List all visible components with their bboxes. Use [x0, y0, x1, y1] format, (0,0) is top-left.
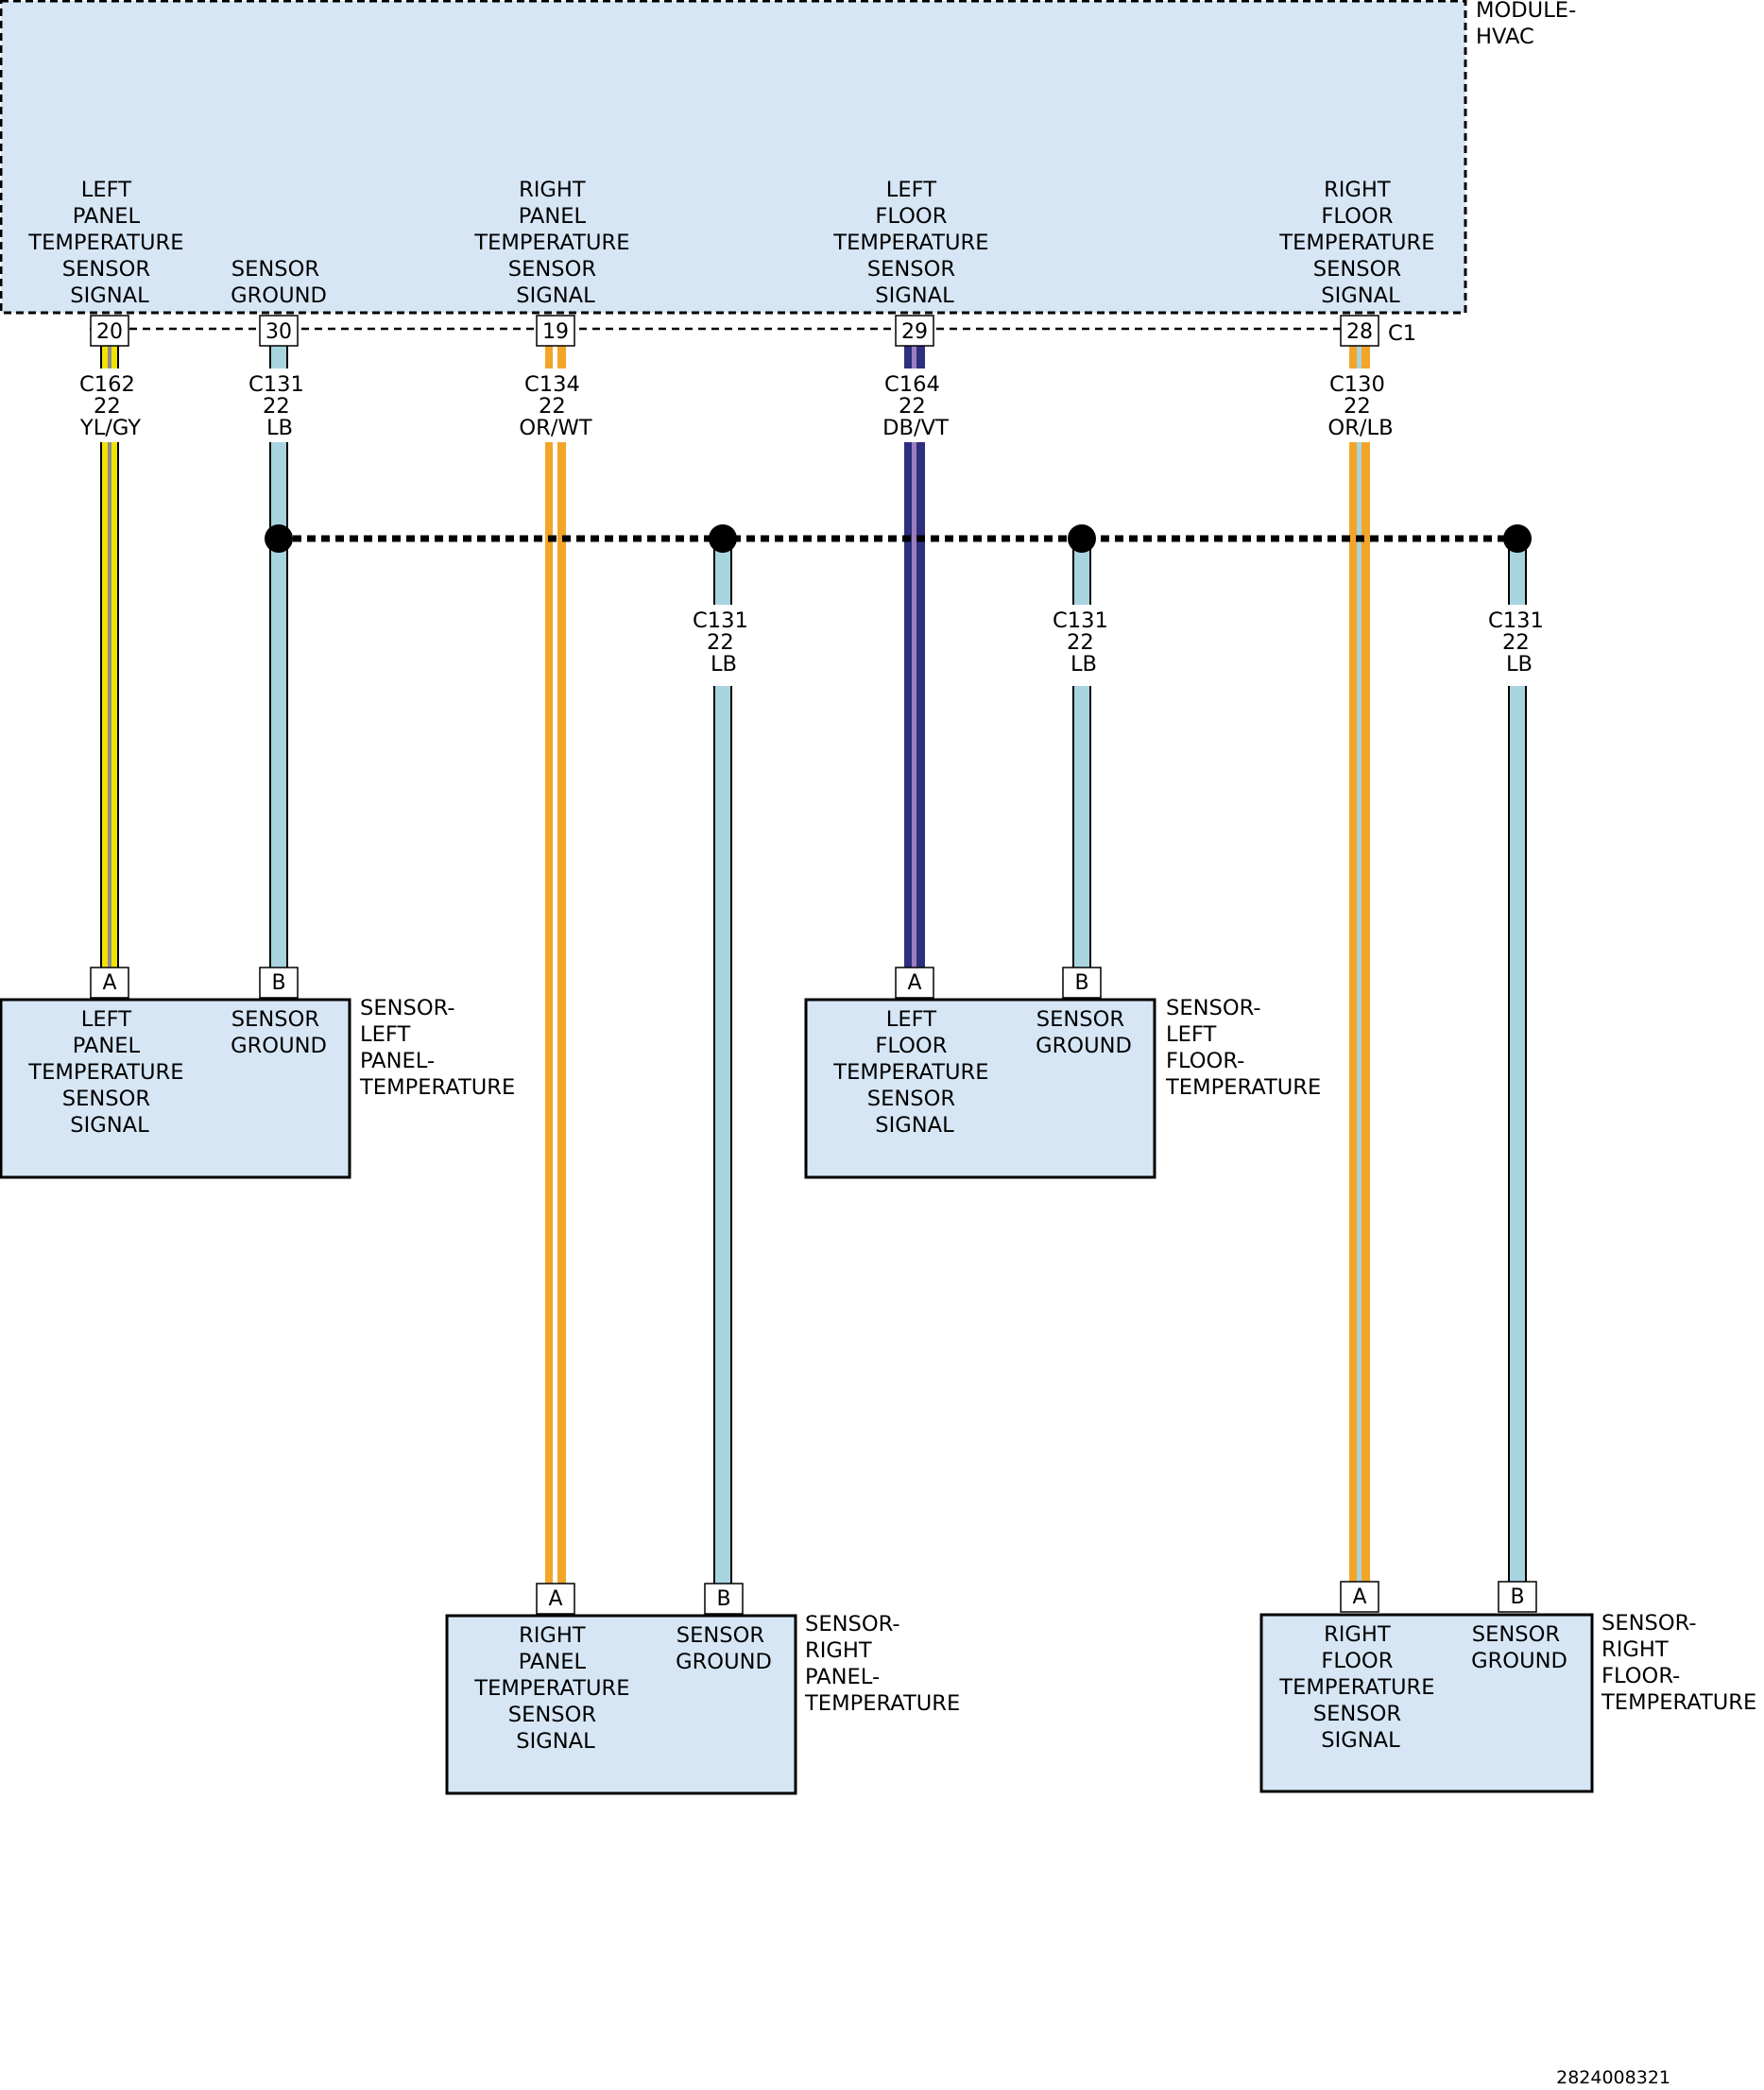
module-pin-label-left-panel: LEFT PANEL TEMPERATURE SENSOR SIGNAL	[27, 178, 190, 308]
sensor-name: SENSOR- RIGHT PANEL- TEMPERATURE	[804, 1612, 960, 1716]
wire-c162	[100, 346, 119, 968]
module-pin-label-left-floor: LEFT FLOOR TEMPERATURE SENSOR SIGNAL	[832, 178, 995, 308]
svg-text:A: A	[548, 1587, 562, 1611]
sensor-pin-b	[704, 1583, 744, 1615]
sensor-pin-b	[1498, 1581, 1537, 1613]
svg-text:B: B	[271, 971, 285, 995]
wire-c131-branch-2	[1072, 539, 1091, 968]
sensor-pin-a	[895, 967, 934, 999]
wire-c164	[904, 346, 925, 968]
wire-c130	[1349, 346, 1370, 1582]
hvac-module-name: MODULE- HVAC	[1476, 0, 1583, 49]
sensor-name: SENSOR- LEFT PANEL- TEMPERATURE	[359, 996, 515, 1100]
sensor-pin-a-function: RIGHT PANEL TEMPERATURE SENSOR SIGNAL	[473, 1623, 636, 1754]
figure-id: 2824008321	[1556, 2067, 1670, 2088]
wire-label-c131-branch-3: C131 22 LB	[1488, 608, 1550, 677]
wire-c131-branch-3	[1508, 539, 1527, 1582]
sensor-pin-b-function: SENSOR GROUND	[676, 1623, 772, 1674]
wire-c131-main	[269, 346, 288, 968]
splice-dot	[265, 524, 293, 553]
sensor-pin-a-function: LEFT FLOOR TEMPERATURE SENSOR SIGNAL	[832, 1007, 995, 1138]
sensor-right-floor-temperature: A B RIGHT FLOOR TEMPERATURE SENSOR SIGNA…	[1259, 1581, 1756, 1793]
module-pin-28: 28	[1340, 315, 1379, 347]
module-pin-label-right-floor: RIGHT FLOOR TEMPERATURE SENSOR SIGNAL	[1278, 178, 1441, 308]
module-pin-20: 20	[90, 315, 129, 347]
svg-text:B: B	[1510, 1585, 1524, 1609]
wire-label-c131: C131 22 LB	[248, 372, 311, 440]
wire-c131-branch-1	[713, 539, 732, 1584]
wire-label-c130: C130 22 OR/LB	[1327, 372, 1393, 440]
sensor-pin-a-function: RIGHT FLOOR TEMPERATURE SENSOR SIGNAL	[1278, 1622, 1441, 1753]
svg-text:20: 20	[96, 320, 123, 344]
hvac-module-box	[0, 0, 1467, 315]
wire-c134	[545, 346, 566, 1584]
wire-labels: C162 22 YL/GY C131 22 LB C134 22 OR/WT C…	[79, 372, 1550, 677]
sensor-pin-a	[536, 1583, 575, 1615]
module-pin-label-sensor-ground: SENSOR GROUND	[231, 257, 327, 308]
svg-text:A: A	[102, 971, 116, 995]
module-pin-30: 30	[259, 315, 299, 347]
svg-text:30: 30	[265, 320, 292, 344]
connector-c1-label: C1	[1388, 321, 1416, 346]
sensor-pin-a	[1340, 1581, 1379, 1613]
sensor-pin-a	[90, 967, 129, 999]
sensor-pin-a-function: LEFT PANEL TEMPERATURE SENSOR SIGNAL	[27, 1007, 190, 1138]
svg-text:B: B	[716, 1587, 730, 1611]
sensor-pin-b-function: SENSOR GROUND	[231, 1007, 327, 1058]
sensor-pin-b-function: SENSOR GROUND	[1471, 1622, 1567, 1673]
module-pins: 20 30 19 29 28	[90, 315, 1379, 347]
module-pin-19: 19	[536, 315, 575, 347]
svg-text:29: 29	[901, 320, 928, 344]
sensor-right-panel-temperature: A B RIGHT PANEL TEMPERATURE SENSOR SIGNA…	[445, 1583, 960, 1795]
module-pin-labels: LEFT PANEL TEMPERATURE SENSOR SIGNAL SEN…	[27, 178, 1441, 308]
svg-text:B: B	[1074, 971, 1088, 995]
wire-label-c131-branch-1: C131 22 LB	[693, 608, 755, 677]
svg-text:19: 19	[542, 320, 569, 344]
module-pin-29: 29	[895, 315, 934, 347]
sensor-pin-b	[1062, 967, 1102, 999]
sensor-name: SENSOR- RIGHT FLOOR- TEMPERATURE	[1601, 1611, 1756, 1715]
module-pin-label-right-panel: RIGHT PANEL TEMPERATURE SENSOR SIGNAL	[473, 178, 636, 308]
svg-text:A: A	[907, 971, 921, 995]
splice-dot	[1068, 524, 1096, 553]
svg-text:28: 28	[1346, 320, 1373, 344]
splice-dot	[1503, 524, 1532, 553]
wire-label-c134: C134 22 OR/WT	[519, 372, 591, 440]
splice-dot	[709, 524, 737, 553]
wire-label-c162: C162 22 YL/GY	[79, 372, 142, 440]
sensor-pin-b-function: SENSOR GROUND	[1036, 1007, 1132, 1058]
wire-label-c131-branch-2: C131 22 LB	[1053, 608, 1115, 677]
svg-text:A: A	[1352, 1585, 1366, 1609]
sensor-left-floor-temperature: A B LEFT FLOOR TEMPERATURE SENSOR SIGNAL…	[804, 967, 1321, 1179]
sensor-name: SENSOR- LEFT FLOOR- TEMPERATURE	[1165, 996, 1321, 1100]
sensor-pin-b	[259, 967, 299, 999]
wire-label-c164: C164 22 DB/VT	[882, 372, 949, 440]
sensor-left-panel-temperature: A B LEFT PANEL TEMPERATURE SENSOR SIGNAL…	[0, 967, 515, 1179]
